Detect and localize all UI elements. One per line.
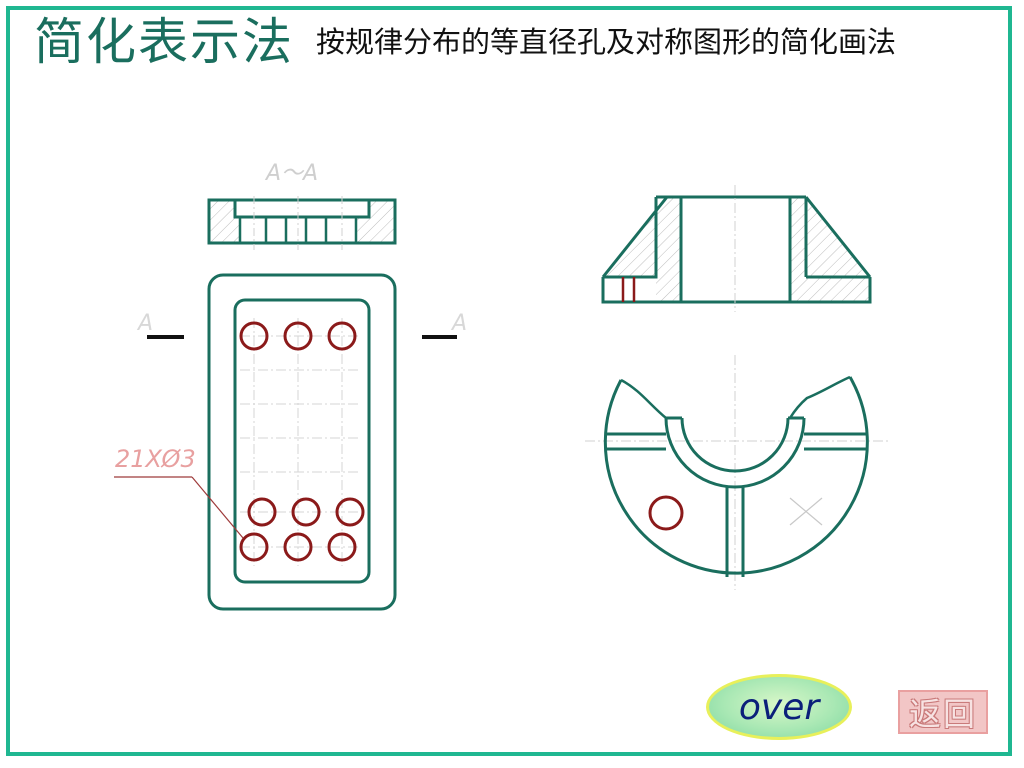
hole: [239, 321, 269, 351]
back-button[interactable]: 返回: [898, 690, 988, 734]
hole: [335, 497, 365, 527]
back-button-label: 返回: [908, 695, 977, 733]
hole: [283, 321, 313, 351]
hole-group-top: [239, 321, 357, 351]
hole-note-leader: [114, 476, 244, 539]
cut-label-right: A: [450, 311, 467, 336]
section-view-left: [207, 196, 397, 250]
hole-note: 21XØ3: [115, 445, 196, 473]
slide-frame: [6, 6, 1012, 756]
plan-view-plate: [207, 273, 397, 611]
section-label: A～A: [264, 161, 318, 186]
hole: [239, 532, 269, 562]
over-button[interactable]: over: [706, 674, 852, 740]
hole: [283, 532, 313, 562]
half-plan-view: [585, 355, 890, 590]
page-subtitle: 按规律分布的等直径孔及对称图形的简化画法: [316, 25, 897, 59]
page-title: 简化表示法: [34, 13, 294, 71]
hole: [247, 497, 277, 527]
cut-label-left: A: [136, 311, 153, 336]
hole: [648, 495, 684, 531]
hole-group-bottom: [239, 497, 365, 562]
hole: [327, 321, 357, 351]
over-button-label: over: [738, 686, 820, 728]
hole: [291, 497, 321, 527]
hole: [327, 532, 357, 562]
section-view-right: [601, 185, 872, 312]
